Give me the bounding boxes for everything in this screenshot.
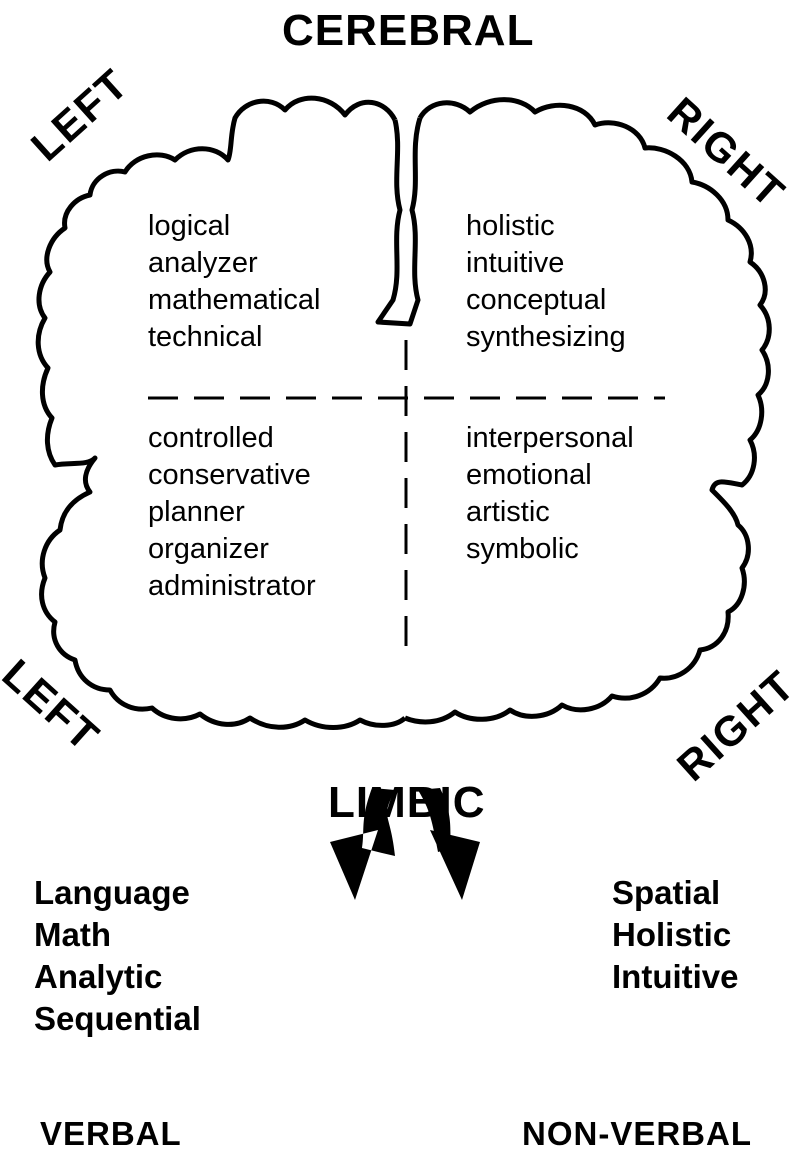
- left-traits-list: Language Math Analytic Sequential: [34, 872, 201, 1040]
- right-hemisphere-outline: [404, 97, 772, 725]
- quad-item: logical: [148, 210, 231, 242]
- quad-item: conceptual: [466, 284, 607, 316]
- trait-item: Holistic: [612, 916, 732, 953]
- trait-item: Language: [34, 874, 190, 911]
- quad-item: synthesizing: [466, 321, 626, 353]
- upper-left-quadrant: logical analyzer mathematical technical: [148, 208, 320, 356]
- lower-left-quadrant: controlled conservative planner organize…: [148, 420, 316, 605]
- quad-item: mathematical: [148, 284, 321, 316]
- trait-item: Analytic: [34, 958, 163, 995]
- upper-right-quadrant: holistic intuitive conceptual synthesizi…: [466, 208, 626, 356]
- quad-item: holistic: [466, 210, 555, 242]
- trait-item: Math: [34, 916, 111, 953]
- quad-item: symbolic: [466, 533, 579, 565]
- cerebral-label: CEREBRAL: [282, 6, 535, 55]
- quad-item: controlled: [148, 422, 274, 454]
- quad-item: intuitive: [466, 247, 565, 279]
- lower-right-quadrant: interpersonal emotional artistic symboli…: [466, 420, 634, 568]
- quad-item: artistic: [466, 496, 550, 528]
- verbal-label: VERBAL: [40, 1115, 182, 1152]
- limbic-label: LIMBIC: [328, 778, 486, 827]
- trait-item: Spatial: [612, 874, 721, 911]
- trait-item: Sequential: [34, 1000, 201, 1037]
- quad-item: emotional: [466, 459, 592, 491]
- right-arrow: [418, 788, 480, 900]
- left-hemisphere-outline: [35, 95, 407, 730]
- quad-item: organizer: [148, 533, 269, 565]
- quad-item: planner: [148, 496, 245, 528]
- left-arrow: [330, 788, 395, 900]
- quad-item: analyzer: [148, 247, 258, 279]
- trait-item: Intuitive: [612, 958, 739, 995]
- quad-item: administrator: [148, 570, 316, 602]
- right-traits-list: Spatial Holistic Intuitive: [612, 872, 739, 998]
- quad-item: interpersonal: [466, 422, 634, 454]
- non-verbal-label: NON-VERBAL: [522, 1115, 752, 1152]
- quad-item: technical: [148, 321, 263, 353]
- central-fissure: [375, 117, 423, 327]
- quad-item: conservative: [148, 459, 311, 491]
